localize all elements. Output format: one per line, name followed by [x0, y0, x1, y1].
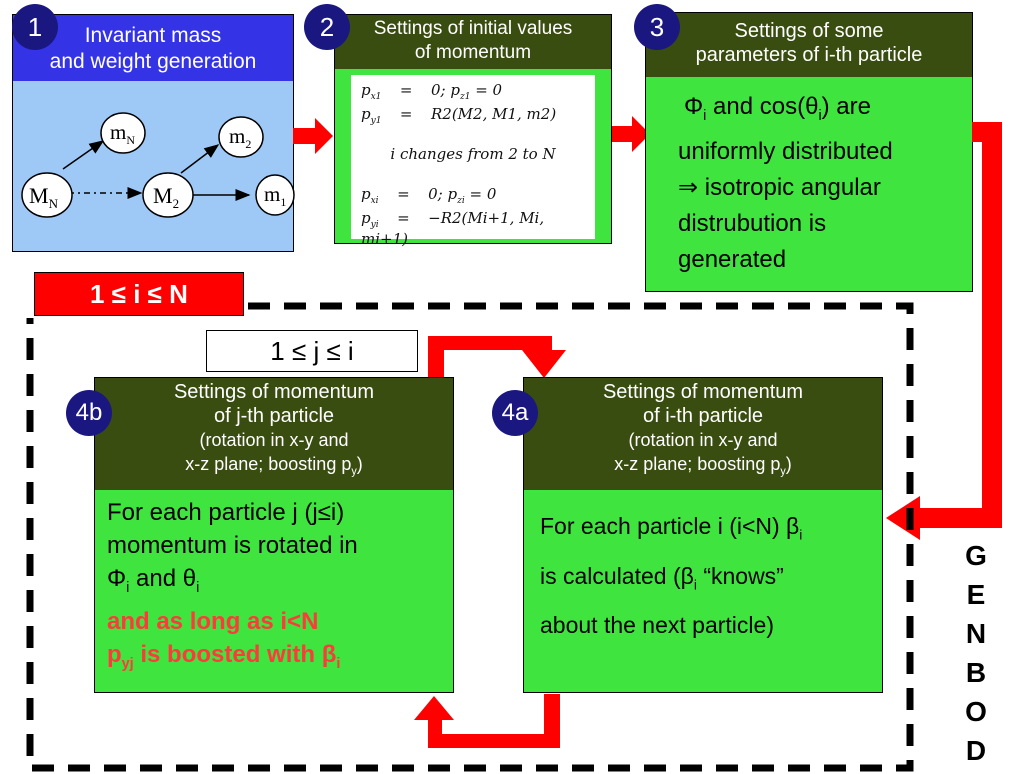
- step4b-body-line2: momentum is rotated in: [107, 532, 358, 559]
- eq4: pyi = −R2(Mi+1, Mi, mi+1): [361, 209, 595, 248]
- step2-equations: px1 = 0; pz1 = 0 py1 = R2(M2, M1, m2) i …: [351, 75, 595, 248]
- step4b-body: For each particle j (j≤i) momentum is ro…: [107, 496, 358, 681]
- step4b-red-line2: pyj is boosted with βi: [107, 640, 341, 672]
- step3-title-line2: parameters of i-th particle: [695, 44, 923, 66]
- eq2-rhs: R2(M2, M1, m2): [430, 105, 557, 123]
- genbod-letter-b: B: [965, 657, 987, 688]
- eq2-sign: =: [399, 105, 413, 123]
- eq1-rhs: 0; p: [430, 81, 460, 99]
- step4a-body-line1: For each particle i (i<N) βi: [540, 513, 803, 543]
- step4a-body-line3: about the next particle): [540, 612, 774, 639]
- eq4-lhs-sub: yi: [370, 220, 379, 230]
- step3-header: Settings of some parameters of i-th part…: [646, 13, 972, 77]
- step1-title-line1: Invariant mass: [84, 24, 222, 47]
- eq3-sign: =: [397, 185, 410, 203]
- step4b-title-line3: (rotation in x-y and: [199, 430, 349, 450]
- arrow-step2-to-step3: [612, 116, 650, 152]
- step3-body-line3: ⇒ isotropic angular: [678, 173, 881, 201]
- node-mN-label: mN: [110, 120, 135, 147]
- step4b-body-line1: For each particle j (j≤i): [107, 499, 345, 526]
- step4b-title-line2: of j-th particle: [213, 405, 335, 427]
- genbod-letter-d: D: [965, 735, 987, 766]
- mass-tree-diagram: MN M2 mN m2 m1: [21, 112, 295, 218]
- step4b-title-line1: Settings of momentum: [173, 381, 375, 403]
- step3-badge: 3: [634, 4, 680, 50]
- edge-MN-mN: [62, 140, 105, 170]
- step4a-badge: 4a: [492, 390, 538, 436]
- step3-body-line2: uniformly distributed: [678, 137, 893, 165]
- eq3-lhs: p: [361, 185, 371, 203]
- genbod-letter-o: O: [965, 696, 987, 727]
- eq3-rhs-sub: zi: [457, 196, 465, 206]
- arrow-step4a-to-step4b: [414, 694, 560, 748]
- node-m1: [255, 174, 295, 216]
- step1-box: Invariant mass and weight generation MN …: [12, 14, 295, 252]
- step2-title-line2: of momentum: [414, 42, 532, 63]
- step4a-header: Settings of momentum of i-th particle (r…: [524, 378, 882, 490]
- arrow-step1-to-step2: [293, 118, 333, 154]
- eq2-lhs-sub: y1: [370, 116, 382, 126]
- eq3: pxi = 0; pzi = 0: [361, 185, 496, 206]
- eq1: px1 = 0; pz1 = 0: [361, 81, 502, 102]
- step3-box: Settings of some parameters of i-th part…: [645, 12, 973, 292]
- eq1-rhs-sub: z1: [459, 92, 471, 102]
- step4a-box: Settings of momentum of i-th particle (r…: [523, 377, 883, 693]
- step1-badge: 1: [12, 4, 58, 50]
- step4b-red-line1: and as long as i<N: [107, 607, 319, 635]
- edge-M2-m2: [180, 144, 220, 174]
- node-m1-label: m1: [264, 182, 286, 209]
- eq2-lhs: p: [361, 105, 371, 123]
- step3-body: Φi and cos(θi) are uniformly distributed…: [678, 89, 893, 278]
- genbod-letter-e: E: [966, 579, 986, 610]
- eq3-lhs-sub: xi: [370, 196, 379, 206]
- step4b-header: Settings of momentum of j-th particle (r…: [95, 378, 453, 490]
- arrow-step4b-to-step4a: [428, 336, 566, 378]
- step2-header: Settings of initial values of momentum: [335, 15, 611, 69]
- step1-title-line2: and weight generation: [49, 50, 257, 73]
- node-MN-label: MN: [29, 183, 59, 211]
- genbod-label: G E N B O D: [956, 536, 996, 770]
- step2-title-line1: Settings of initial values: [373, 18, 573, 39]
- step3-title-line1: Settings of some: [734, 20, 884, 42]
- eq4-lhs: p: [361, 209, 371, 227]
- step2-box: Settings of initial values of momentum p…: [334, 14, 612, 248]
- step3-body-line1: Φi and cos(θi) are: [684, 93, 871, 124]
- eq1-lhs-sub: x1: [370, 92, 382, 102]
- node-M2-label: M2: [153, 183, 179, 211]
- step4b-box: Settings of momentum of j-th particle (r…: [94, 377, 454, 693]
- step1-header: Invariant mass and weight generation: [13, 15, 293, 81]
- step4a-title-line2: of i-th particle: [642, 405, 764, 427]
- eq4-sign: =: [397, 209, 410, 227]
- node-m2: [218, 116, 264, 158]
- arrow-step3-to-step4a: [886, 122, 1002, 540]
- step2-badge: 2: [304, 4, 350, 50]
- eq3-rhs: 0; p: [428, 185, 458, 203]
- eq3-rhs-tail: = 0: [464, 185, 497, 203]
- step4b-title-line4: x-z plane; boosting py): [185, 454, 363, 478]
- loop-i-label: 1 ≤ i ≤ N: [34, 272, 244, 316]
- step4a-body-line2: is calculated (βi “knows”: [540, 562, 784, 593]
- loop-j-label: 1 ≤ j ≤ i: [206, 330, 418, 372]
- node-M2: [142, 172, 194, 218]
- genbod-letter-n: N: [965, 618, 987, 649]
- step3-body-line5: generated: [678, 245, 787, 273]
- node-m2-label: m2: [229, 124, 251, 151]
- node-mN: [100, 112, 146, 154]
- step4a-title-line1: Settings of momentum: [602, 381, 804, 403]
- eq-middle: i changes from 2 to N: [390, 145, 556, 163]
- eq2: py1 = R2(M2, M1, m2): [361, 105, 556, 126]
- step4a-title-line4: x-z plane; boosting py): [614, 454, 792, 478]
- node-MN: [21, 172, 73, 218]
- step4b-body-line3: Φi and θi: [107, 565, 200, 596]
- step3-body-line4: distrubution is: [678, 209, 827, 237]
- step4b-badge: 4b: [66, 390, 112, 436]
- genbod-letter-g: G: [965, 540, 987, 571]
- eq1-rhs-tail: = 0: [470, 81, 503, 99]
- eq1-sign: =: [399, 81, 413, 99]
- step4a-title-line3: (rotation in x-y and: [628, 430, 778, 450]
- eq4-rhs: −R2(Mi+1, Mi, mi+1): [361, 209, 545, 248]
- eq1-lhs: p: [361, 81, 371, 99]
- step4a-body: For each particle i (i<N) βi is calculat…: [540, 506, 802, 645]
